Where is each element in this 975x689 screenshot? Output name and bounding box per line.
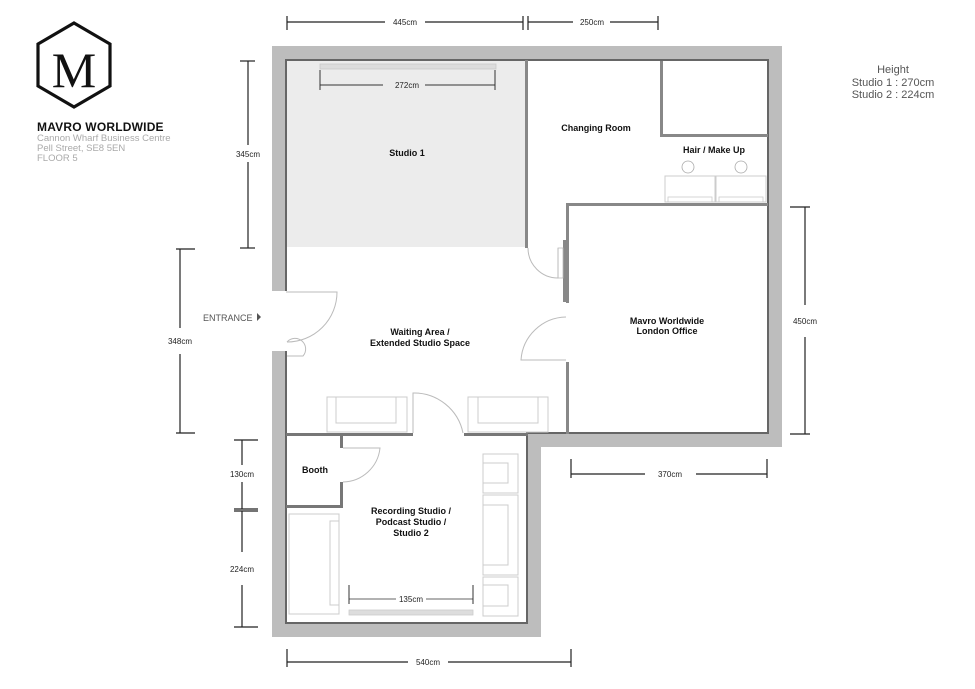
studio2-door — [412, 392, 464, 434]
room-label-recording-1: Recording Studio / — [371, 506, 451, 516]
brand-block: MAVRO WORLDWIDE Cannon Wharf Business Ce… — [37, 120, 171, 164]
dim-office-bottom: 370cm — [658, 470, 682, 479]
height-studio2: Studio 2 : 224cm — [851, 89, 935, 101]
entrance-door — [286, 291, 338, 343]
address-line-1: Cannon Wharf Business Centre — [37, 133, 171, 144]
booth-door — [342, 447, 381, 483]
booth-wall-bottom — [286, 505, 343, 508]
hexagon-m-logo: M — [36, 21, 112, 109]
studio2-seat — [482, 576, 519, 617]
entrance-arrow-icon — [257, 313, 261, 321]
booth-wall-right-lower — [340, 482, 343, 507]
room-label-recording-3: Studio 2 — [393, 528, 429, 538]
dim-studio2-screen: 135cm — [399, 595, 423, 604]
room-label-waiting-2: Extended Studio Space — [370, 338, 470, 348]
address-line-3: FLOOR 5 — [37, 153, 78, 164]
brand-name: MAVRO WORLDWIDE — [37, 120, 164, 134]
address-line-2: Pell Street, SE8 5EN — [37, 143, 126, 154]
office-wall-top — [566, 203, 768, 206]
height-studio1: Studio 1 : 270cm — [851, 76, 935, 89]
room-label-changing: Changing Room — [561, 123, 631, 133]
wall-waiting-studio2-right — [464, 433, 528, 436]
sofa — [326, 396, 408, 433]
studio1-floor — [287, 61, 525, 247]
studio1-screen — [319, 63, 497, 70]
heights-legend: Height Studio 1 : 270cm Studio 2 : 224cm — [838, 64, 948, 102]
dim-top-right: 250cm — [580, 18, 604, 27]
room-label-waiting-1: Waiting Area / — [390, 327, 450, 337]
wall-waiting-studio2-left — [286, 433, 413, 436]
logo-letter: M — [52, 42, 96, 98]
room-label-studio1: Studio 1 — [389, 148, 425, 158]
room-label-office-1: Mavro Worldwide — [630, 316, 704, 326]
studio2-screen — [348, 609, 474, 616]
wall-studio1-changing — [525, 60, 528, 248]
makeup-station — [715, 175, 767, 203]
office-wall-left-upper — [566, 203, 569, 303]
booth-wall-right-upper — [340, 436, 343, 448]
studio2-sofa-right — [482, 494, 519, 576]
office-wall-left-lower — [566, 362, 569, 434]
room-label-office-2: London Office — [637, 326, 698, 336]
outer-wall-inner-line — [285, 59, 769, 624]
entrance-label: ENTRANCE — [203, 313, 253, 323]
dim-studio2-height: 224cm — [230, 565, 254, 574]
dimension-lines — [176, 16, 810, 667]
makeup-station — [664, 175, 716, 203]
dim-bottom: 540cm — [416, 658, 440, 667]
office-door — [520, 316, 567, 361]
changing-room-door — [527, 247, 559, 279]
room-label-recording-2: Podcast Studio / — [376, 517, 447, 527]
dim-left-upper: 345cm — [236, 150, 260, 159]
dim-right: 450cm — [793, 317, 817, 326]
studio2-seat — [482, 453, 519, 494]
dim-booth: 130cm — [230, 470, 254, 479]
dim-top-left: 445cm — [393, 18, 417, 27]
studio2-sofa-left — [288, 513, 340, 615]
sofa — [467, 396, 549, 433]
room-label-booth: Booth — [302, 465, 328, 475]
hair-closet — [660, 61, 663, 137]
dim-left-middle: 348cm — [168, 337, 192, 346]
dim-studio1-screen: 272cm — [395, 81, 419, 90]
heights-title: Height — [877, 64, 909, 76]
room-label-hair: Hair / Make Up — [683, 145, 746, 155]
